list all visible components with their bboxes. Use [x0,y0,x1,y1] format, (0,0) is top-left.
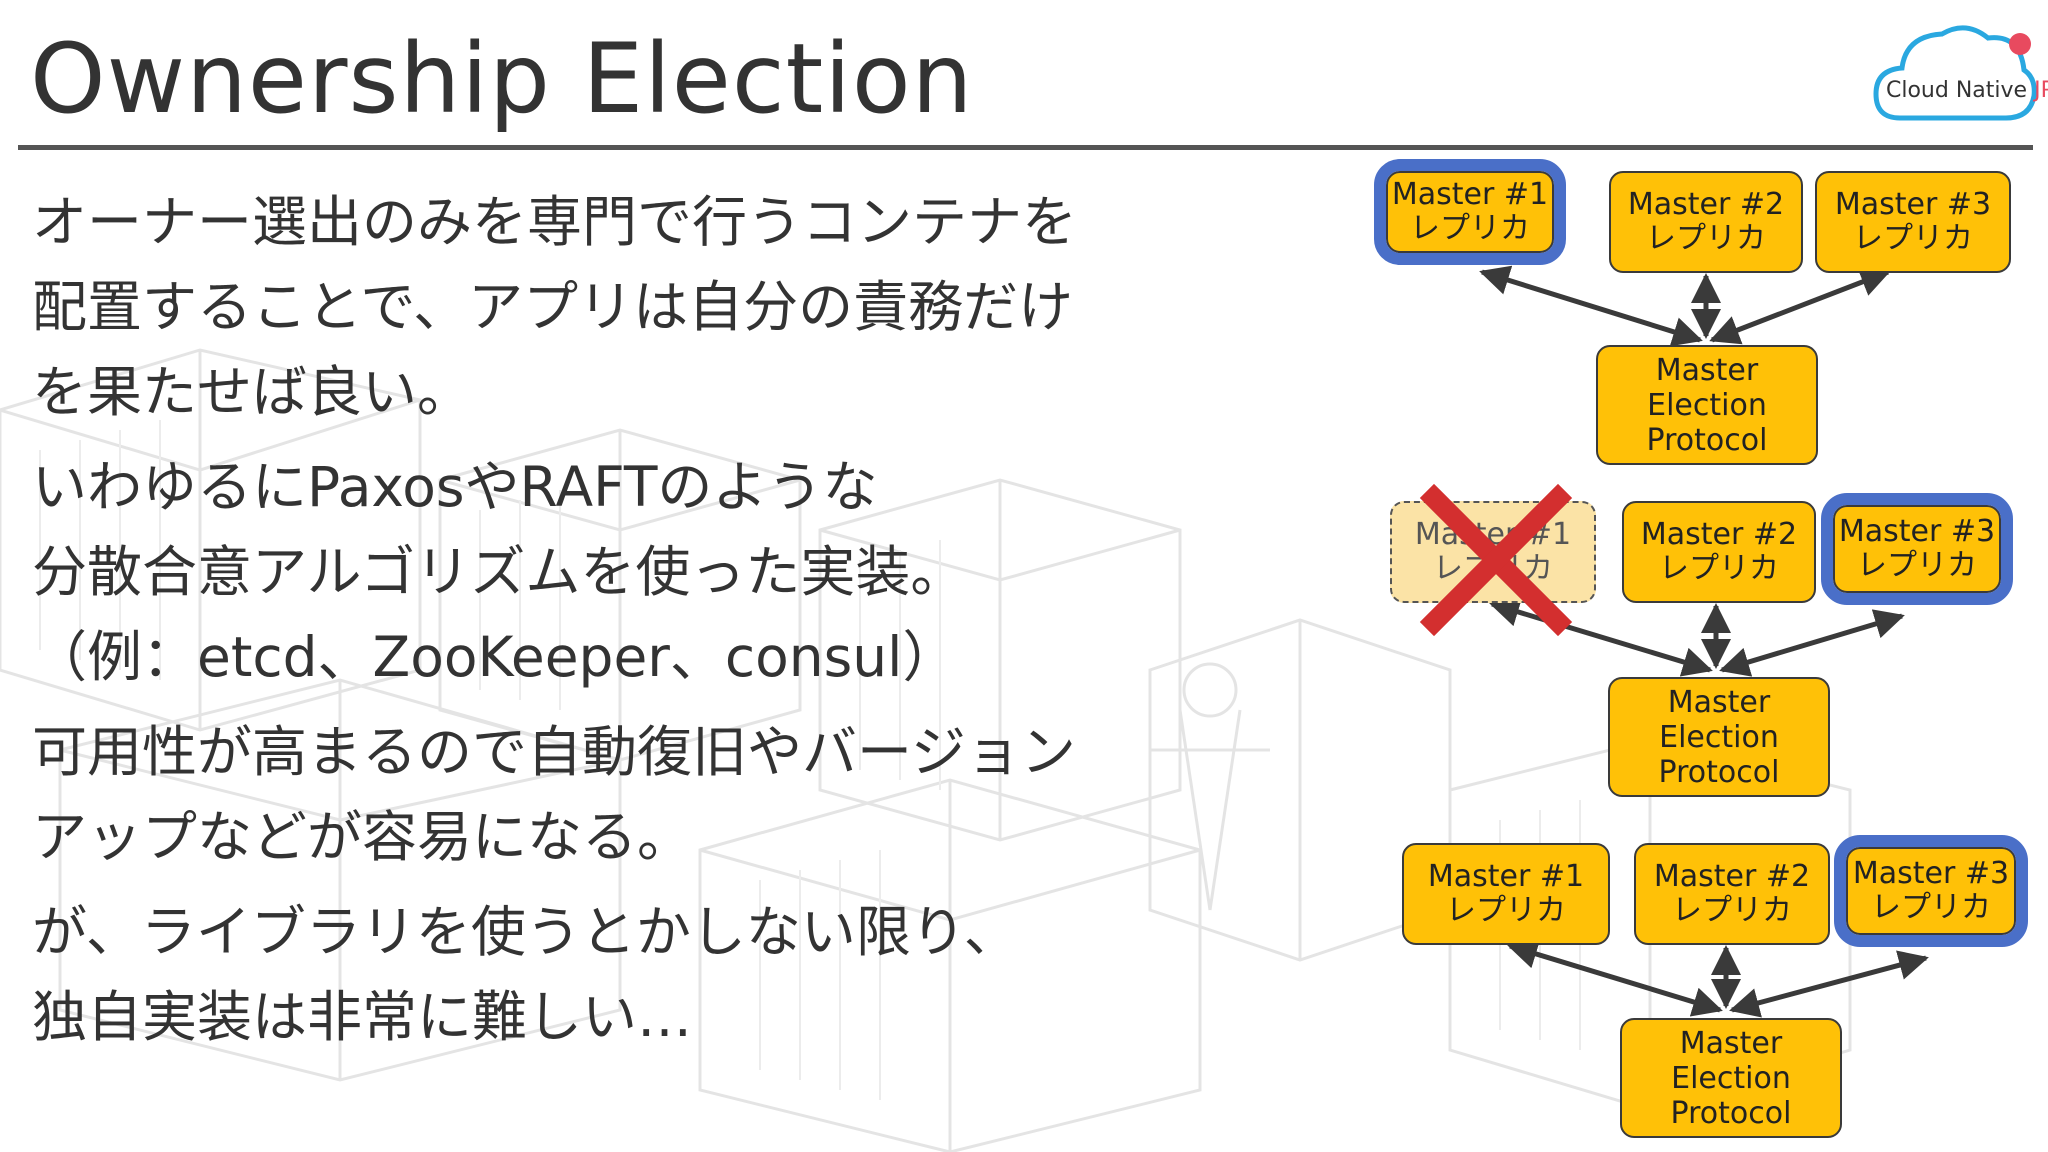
link-replica1-protocol [1479,265,1703,347]
replica-node: Master #1 レプリカ [1402,843,1610,945]
replica-node: Master #3 レプリカ [1815,171,2011,273]
failed-cross-icon [1419,483,1573,637]
bullet-item: が、ライブラリを使うとかしない限り、 独自実装は非常に難しい… [32,900,1019,1049]
election-diagram: Master #1 レプリカ Master #2 レプリカ Master #3 … [1360,150,2048,1152]
logo-name: Cloud Native [1886,78,2028,103]
link-replica3-protocol [1719,609,1905,677]
replica-node: Master #2 レプリカ [1609,171,1803,273]
replica-node: Master #2 レプリカ [1622,501,1816,603]
link-replica3-protocol [1709,267,1891,345]
link-replica3-protocol [1729,950,1929,1018]
bullet-list: オーナー選出のみを専門で行うコンテナを 配置することで、アプリは自分の責務だけ … [32,180,1212,1070]
bullet-item: いわゆるにPaxosやRAFTのような 分散合意アルゴリズムを使った実装。 （例… [32,455,966,689]
election-protocol-node: Master Election Protocol [1596,345,1818,465]
replica-node: Master #1 レプリカ [1374,159,1566,265]
title-divider [18,145,2033,150]
background-illustration [0,348,1852,1152]
slide-title: Ownership Election [30,23,974,135]
bullet-item: 可用性が高まるので自動復旧やバージョン アップなどが容易になる。 [32,720,1076,869]
diagram-links [1479,265,1929,1018]
replica-node: Master #3 レプリカ [1834,835,2028,947]
replica-node: Master #2 レプリカ [1634,843,1830,945]
election-protocol-node: Master Election Protocol [1608,677,1830,797]
logo-suffix: JP [2034,78,2048,103]
bullet-item: オーナー選出のみを専門で行うコンテナを 配置することで、アプリは自分の責務だけ … [32,190,1078,424]
link-replica1-protocol [1489,597,1713,677]
election-protocol-node: Master Election Protocol [1620,1018,1842,1138]
cloud-logo-icon [1873,25,2037,121]
logo-wordmark: Cloud Native JP [1886,78,2048,103]
link-replica1-protocol [1507,939,1723,1017]
replica-node: Master #3 レプリカ [1821,493,2013,605]
